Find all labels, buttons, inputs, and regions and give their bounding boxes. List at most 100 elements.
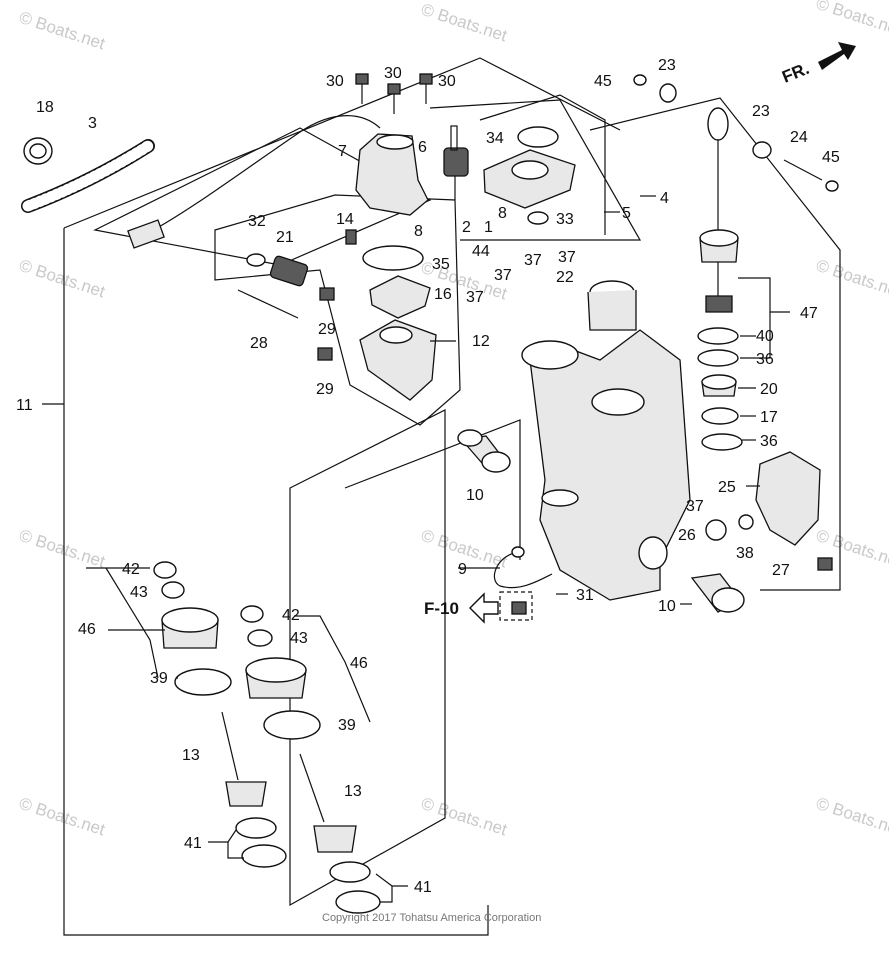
callout-30: 30 [438,73,456,90]
leader-lines [42,195,790,903]
callout-31: 31 [576,587,594,604]
callout-38: 38 [736,545,754,562]
ref-label: F-10 [424,599,459,618]
callout-26: 26 [678,527,696,544]
ground-wire-part-9 [494,546,553,621]
frame-5 [479,94,606,235]
bolts-part-30 [355,73,433,114]
callout-22: 22 [556,269,574,286]
callout-29: 29 [318,321,336,338]
watermark: © Boats.net [17,794,108,840]
callout-43: 43 [290,630,308,647]
hose-part-3 [21,139,155,213]
watermark: © Boats.net [814,256,889,302]
callout-35: 35 [432,256,450,273]
callout-44: 44 [472,243,490,260]
callout-37: 37 [466,289,484,306]
screw-parts-21-28-29 [237,229,357,361]
callout-43: 43 [130,584,148,601]
clamp-part-18 [23,137,53,165]
callout-1: 1 [484,219,493,236]
reference-marker: F-10 [424,592,499,624]
callout-36: 36 [760,433,778,450]
frame-11 [63,228,489,936]
callout-9: 9 [458,561,467,578]
callout-47: 47 [800,305,818,322]
callout-46: 46 [350,655,368,672]
callout-6: 6 [418,139,427,156]
callout-37: 37 [686,498,704,515]
callout-17: 17 [760,409,778,426]
frame-7 [93,127,432,266]
watermark: © Boats.net [419,794,510,840]
callout-42: 42 [122,561,140,578]
copyright-text: Copyright 2017 Tohatsu America Corporati… [322,912,541,924]
plug-parts-10 [457,429,745,613]
front-arrow-icon [818,42,856,70]
callout-41: 41 [184,835,202,852]
callout-23: 23 [658,57,676,74]
callout-28: 28 [250,335,268,352]
trim-rod-assembly-part-47 [697,107,743,451]
callout-45: 45 [594,73,612,90]
watermark: © Boats.net [17,8,108,54]
lower-seal-parts-right [240,605,381,914]
callout-24: 24 [790,129,808,146]
watermark: © Boats.net [814,0,889,39]
callouts: 1 2 3 4 5 6 7 8 8 9 10 10 11 12 13 13 14… [16,57,840,896]
callout-37: 37 [558,249,576,266]
callout-23: 23 [752,103,770,120]
callout-25: 25 [718,479,736,496]
callout-12: 12 [472,333,490,350]
watermark: © Boats.net [17,256,108,302]
cover-part-25 [705,451,833,571]
callout-37: 37 [494,267,512,284]
frame-10 [344,419,521,560]
callout-41: 41 [414,879,432,896]
callout-33: 33 [556,211,574,228]
callout-30: 30 [326,73,344,90]
callout-8: 8 [414,223,423,240]
callout-13: 13 [344,783,362,800]
callout-14: 14 [336,211,354,228]
frame-13 [289,409,446,907]
callout-10: 10 [658,598,676,615]
callout-5: 5 [622,205,631,222]
pin-parts-23-24-45 [633,74,839,192]
callout-46: 46 [78,621,96,638]
callout-37: 37 [524,252,542,269]
callout-20: 20 [760,381,778,398]
callout-11: 11 [16,397,33,414]
callout-8: 8 [498,205,507,222]
lower-seal-parts-left [153,561,287,868]
callout-13: 13 [182,747,200,764]
callout-3: 3 [88,115,97,132]
front-direction-marker: FR. [779,42,856,87]
frame-11-top [63,57,621,229]
callout-16: 16 [434,286,452,303]
callout-32: 32 [248,213,266,230]
manifold-part-12 [359,245,437,401]
callout-39: 39 [150,670,168,687]
tilt-cylinder-body [521,280,691,601]
callout-2: 2 [462,219,471,236]
watermark: © Boats.net [419,0,510,45]
front-label: FR. [779,59,812,87]
callout-7: 7 [338,143,347,160]
callout-45: 45 [822,149,840,166]
callout-27: 27 [772,562,790,579]
callout-42: 42 [282,607,300,624]
callout-4: 4 [660,190,669,207]
watermark: © Boats.net [814,794,889,840]
valve-body-part [355,125,469,216]
callout-10: 10 [466,487,484,504]
callout-36: 36 [756,351,774,368]
callout-21: 21 [276,229,294,246]
wire-harness-part-7 [127,115,381,249]
frame-47 [589,97,841,591]
callout-29: 29 [316,381,334,398]
pump-motor-part-5 [483,126,576,225]
frame-4 [429,99,642,241]
callout-39: 39 [338,717,356,734]
